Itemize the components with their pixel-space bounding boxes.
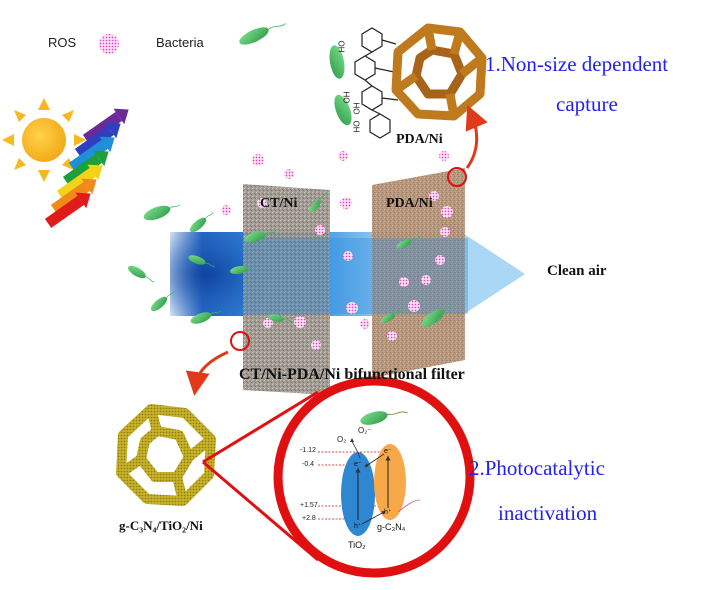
ros-particle-icon — [421, 275, 431, 285]
legend — [99, 23, 286, 54]
ros-particle-icon — [441, 206, 453, 218]
legend-bacteria-label: Bacteria — [156, 35, 204, 50]
ros-particle-icon — [99, 34, 119, 54]
outlet-label: Clean air — [547, 263, 607, 279]
sun-icon — [2, 98, 86, 182]
bacteria-icon — [239, 23, 286, 45]
level-label-1: -1.12 — [300, 447, 316, 454]
band-diagram — [318, 411, 421, 536]
panel-left-label: CT/Ni — [260, 196, 298, 211]
bacteria-cells — [128, 192, 453, 327]
level-label-3: +1.57 — [300, 502, 318, 509]
level-label-4: +2.8 — [302, 515, 316, 522]
mechanism-1-line2: capture — [556, 92, 618, 116]
tio2-label: TiO₂ — [348, 540, 366, 550]
light-spectrum-arrows-icon — [44, 108, 129, 228]
mechanism-2-line1: 2.Photocatalytic — [469, 456, 605, 480]
ros-particle-icon — [408, 300, 420, 312]
bacteria-icon — [421, 304, 453, 327]
bacteria-icon — [230, 265, 258, 275]
bacteria-icon — [396, 236, 421, 249]
ros-particles — [221, 151, 453, 350]
bacteria-icon — [380, 308, 404, 323]
filter-panel-pda-ni — [372, 168, 465, 378]
ros-particle-icon — [338, 151, 348, 161]
zoom-marker-top — [447, 167, 467, 187]
mof-cage-icon — [391, 23, 487, 121]
molecule-group-4: HO — [352, 120, 362, 133]
level-label-2: -0.4 — [302, 461, 315, 468]
bacteria-icon — [128, 265, 155, 283]
o2-label: O₂ — [337, 435, 347, 444]
gc3n4-band — [374, 444, 406, 520]
airflow-overlay — [243, 238, 468, 314]
ros-particle-icon — [315, 225, 325, 235]
bacteria-icon — [244, 231, 276, 243]
electron-label-tio2: e⁻ — [354, 461, 362, 468]
bacteria-icon — [190, 310, 221, 324]
ros-particle-icon — [311, 340, 321, 350]
top-inset-bacteria — [329, 45, 352, 126]
ros-particle-icon — [440, 227, 450, 237]
panel-right-label: PDA/Ni — [386, 196, 433, 211]
ros-particle-icon — [439, 151, 449, 161]
ros-particle-icon — [252, 154, 264, 166]
ros-particle-icon — [360, 319, 370, 329]
mechanism-2-line2: inactivation — [498, 501, 598, 525]
pda-molecule-chain — [354, 27, 399, 139]
zoom-marker-bottom — [230, 331, 250, 351]
molecule-group-2: OH — [342, 91, 352, 104]
gc3n4-label: g-C₃N₄ — [377, 522, 406, 532]
molecule-group-1: HO — [337, 40, 347, 53]
bacteria-icon — [309, 192, 327, 213]
bottom-inset-material-label: g-C₃N₄/TiO₂/Ni — [119, 518, 203, 533]
zoom-arrow-icon-bottom — [185, 350, 229, 396]
o2-radical-label: O₂⁻ — [358, 426, 372, 435]
bacteria-icon — [189, 211, 214, 233]
ros-particle-icon — [340, 197, 352, 209]
electron-label-gc3n4: e⁻ — [384, 448, 392, 455]
band-diagram-ring — [273, 376, 475, 578]
ros-particle-icon — [429, 191, 439, 201]
ros-particle-icon — [387, 331, 397, 341]
bacteria-icon — [188, 255, 215, 267]
zoom-arrow-icon — [465, 104, 488, 169]
mof-cage-icon-yellow — [116, 404, 216, 506]
ros-particle-icon — [263, 318, 273, 328]
bacteria-icon — [268, 314, 294, 322]
molecule-group-3: OH — [352, 102, 362, 115]
ros-particle-icon — [399, 277, 409, 287]
ros-particle-icon — [284, 169, 294, 179]
ros-particle-icon — [257, 198, 267, 208]
ros-particle-icon — [221, 205, 231, 215]
ros-particle-icon — [435, 255, 445, 265]
bacteria-icon — [143, 204, 180, 221]
legend-ros-label: ROS — [48, 35, 77, 50]
hole-label-gc3n4: h⁺ — [384, 509, 392, 516]
ros-particle-icon — [346, 302, 358, 314]
bacteria-icon — [150, 290, 175, 312]
ros-particle-icon — [294, 316, 306, 328]
top-inset-material-label: PDA/Ni — [396, 132, 443, 147]
hole-label-tio2: h⁺ — [354, 523, 362, 530]
filter-caption: CT/Ni-PDA/Ni bifunctional filter — [239, 366, 465, 383]
ros-particle-icon — [343, 251, 353, 261]
mechanism-1-line1: 1.Non-size dependent — [485, 52, 669, 76]
